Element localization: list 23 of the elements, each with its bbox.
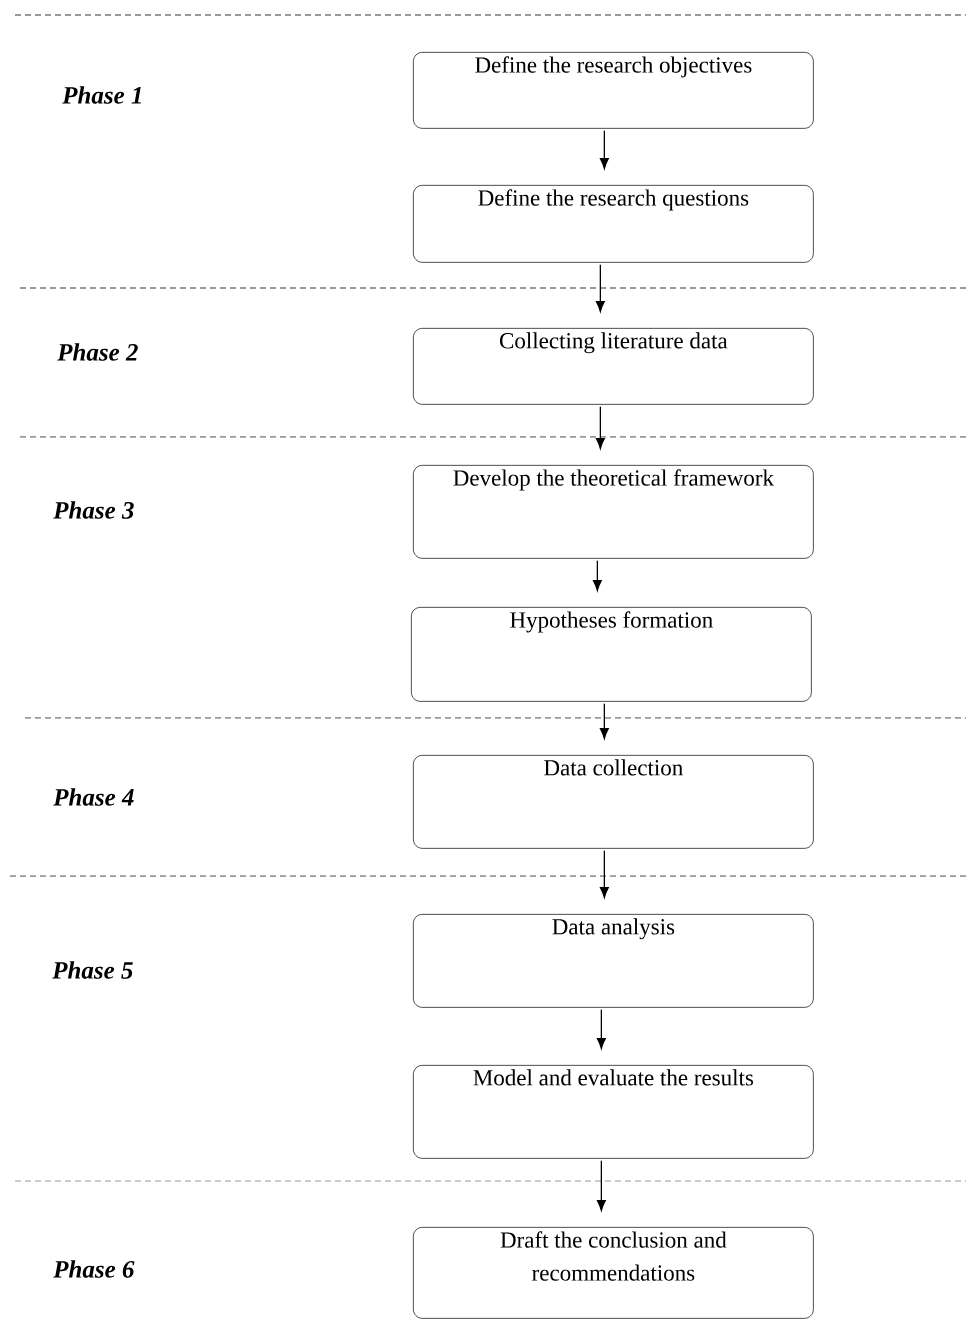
process-box: Hypotheses formation xyxy=(411,607,812,702)
arrow xyxy=(596,1009,606,1050)
process-box: Model and evaluate the results xyxy=(413,1065,814,1159)
phase-label: Phase 3 xyxy=(53,501,134,519)
process-box: Data analysis xyxy=(413,914,814,1008)
arrow xyxy=(596,1160,606,1212)
phase-label: Phase 1 xyxy=(62,86,141,104)
process-box: Define the research questions xyxy=(413,185,814,263)
arrow xyxy=(599,130,609,170)
process-box: Data collection xyxy=(413,755,814,849)
arrow xyxy=(599,850,609,899)
process-box: Collecting literature data xyxy=(413,328,814,405)
phase-label: Phase 4 xyxy=(53,788,134,806)
process-box: Define the research objectives xyxy=(413,52,814,129)
arrow xyxy=(592,560,602,592)
arrow xyxy=(599,703,609,740)
process-box: Develop the theoretical framework xyxy=(413,465,814,559)
process-box: Draft the conclusion and recommendations xyxy=(413,1227,814,1319)
phase-label: Phase 5 xyxy=(52,961,133,979)
arrow xyxy=(595,264,605,313)
phase-label: Phase 6 xyxy=(53,1260,135,1278)
phase-label: Phase 2 xyxy=(57,343,138,361)
arrow xyxy=(595,406,605,450)
